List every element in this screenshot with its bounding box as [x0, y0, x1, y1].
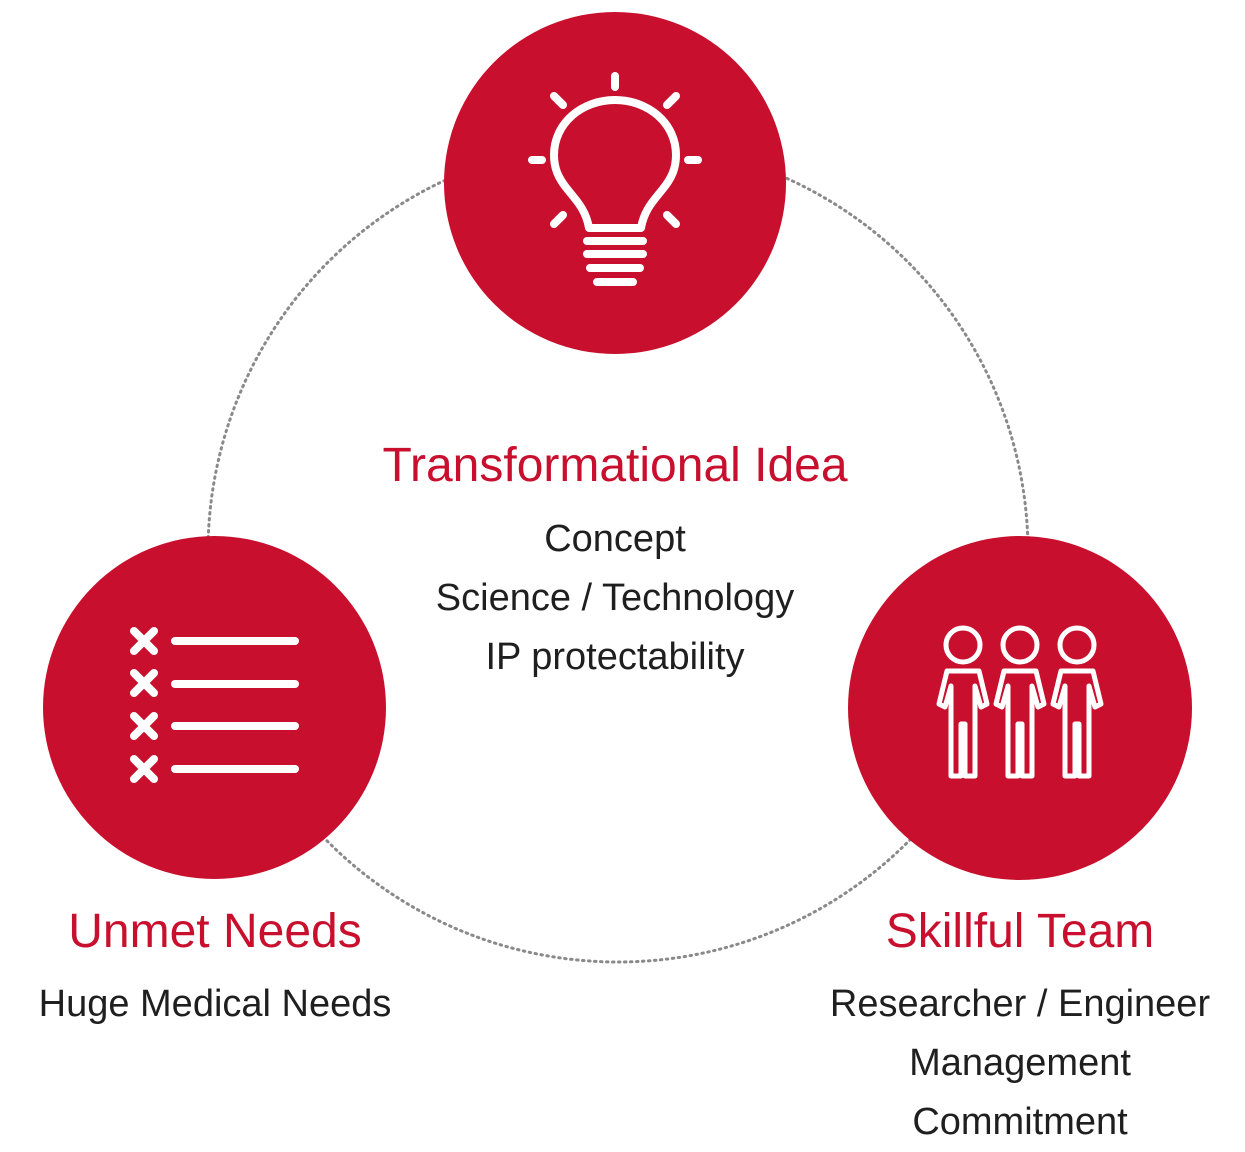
- needs-details: Huge Medical Needs: [15, 975, 415, 1034]
- team-icon: [936, 625, 1104, 779]
- team-detail-item: Management: [909, 1042, 1131, 1084]
- team-circle: [848, 536, 1192, 880]
- idea-detail-item: Concept: [544, 518, 686, 560]
- team-title: Skillful Team: [885, 905, 1155, 958]
- idea-detail-item: IP protectability: [485, 636, 745, 678]
- team-detail-item: Researcher / Engineer: [829, 983, 1211, 1025]
- idea-circle: [444, 12, 786, 354]
- lightbulb-icon: [528, 72, 702, 286]
- needs-circle: [43, 536, 386, 879]
- idea-title: Transformational Idea: [382, 439, 848, 492]
- needs-title: Unmet Needs: [68, 905, 362, 958]
- team-detail-item: Commitment: [912, 1101, 1128, 1143]
- team-details: Researcher / Engineer Management Commitm…: [800, 975, 1240, 1152]
- idea-details: Concept Science / Technology IP protecta…: [315, 510, 915, 687]
- idea-detail-item: Science / Technology: [435, 577, 795, 619]
- checklist-icon: [130, 627, 299, 783]
- needs-detail-item: Huge Medical Needs: [38, 983, 392, 1025]
